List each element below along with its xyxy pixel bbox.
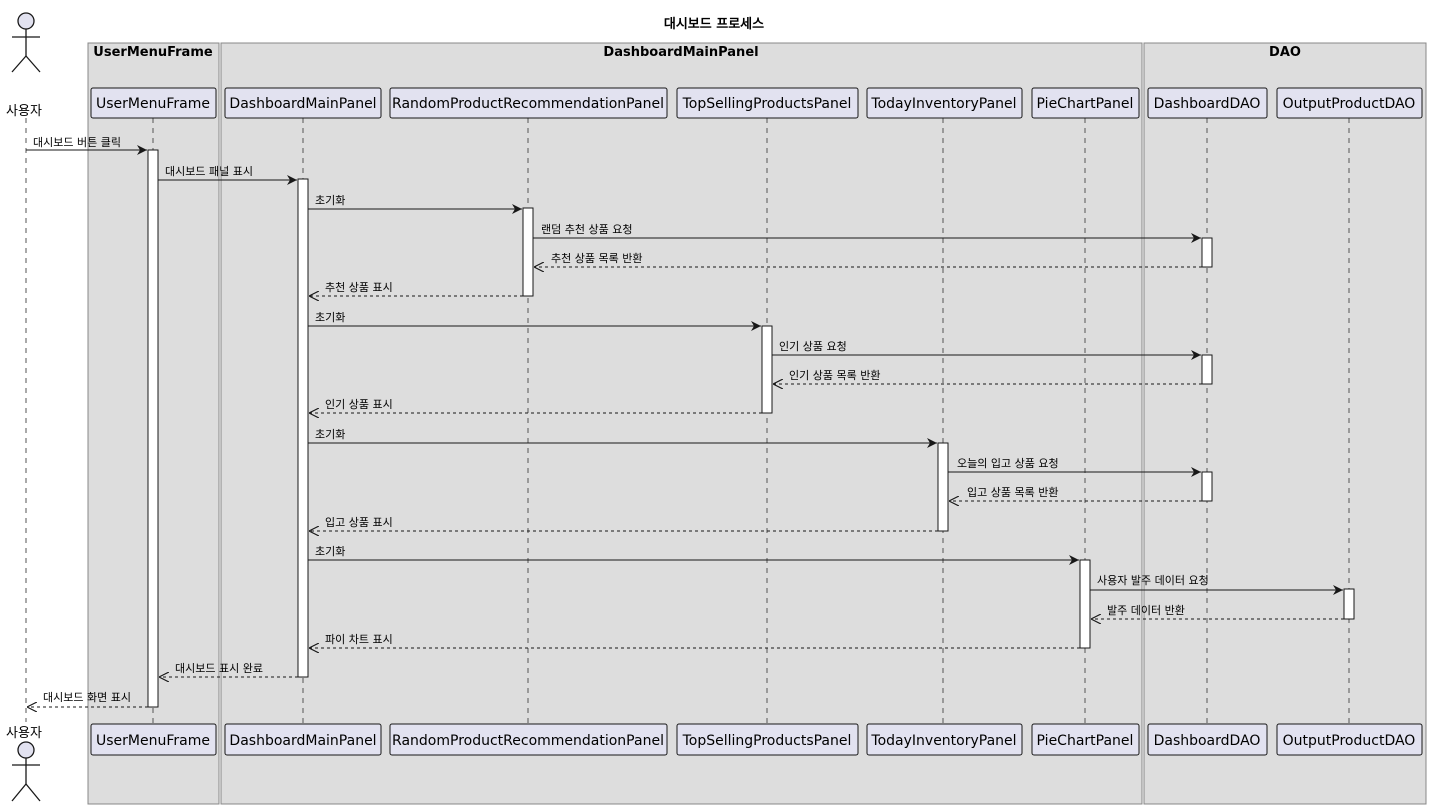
message-label: 초기화 (315, 194, 345, 207)
message-label: 인기 상품 목록 반환 (789, 369, 880, 382)
participant-random-product-panel: RandomProductRecommendationPanel (389, 723, 668, 756)
participant-dashboard-dao: DashboardDAO (1147, 723, 1268, 756)
participant-label: TodayInventoryPanel (870, 733, 1016, 749)
activation-dashboard-dao-1 (1201, 237, 1213, 268)
activation-random-product-panel (522, 207, 534, 297)
participant-label: TopSellingProductsPanel (682, 96, 852, 112)
activation-dashboard-dao-3 (1201, 471, 1213, 502)
participant-label: DashboardMainPanel (229, 733, 376, 749)
participant-label: RandomProductRecommendationPanel (392, 733, 664, 749)
message-label: 랜덤 추천 상품 요청 (541, 222, 632, 236)
message-label: 대시보드 패널 표시 (165, 165, 253, 178)
actor-user-bottom: 사용자 (6, 726, 42, 802)
actor-icon (11, 741, 41, 802)
actor-label: 사용자 (6, 726, 42, 741)
activation-output-product-dao (1343, 588, 1355, 620)
participant-output-product-dao: OutputProductDAO (1276, 87, 1423, 119)
message-label: 파이 차트 표시 (325, 633, 393, 646)
message-label: 대시보드 화면 표시 (43, 691, 131, 704)
participant-random-product-panel: RandomProductRecommendationPanel (389, 87, 668, 119)
message-label: 초기화 (315, 545, 345, 558)
participant-label: OutputProductDAO (1283, 733, 1416, 749)
participants-bottom: UserMenuFrame DashboardMainPanel RandomP… (90, 723, 1423, 756)
message-label: 초기화 (315, 311, 345, 324)
messages: 대시보드 버튼 클릭 대시보드 패널 표시 초기화 랜덤 추천 상품 요청 추천… (26, 136, 1344, 707)
participant-dashboard-main-panel: DashboardMainPanel (224, 87, 382, 119)
participant-label: PieChartPanel (1037, 96, 1134, 112)
participant-user-menu-frame: UserMenuFrame (90, 87, 217, 119)
participant-label: TopSellingProductsPanel (682, 733, 852, 749)
activation-dashboard-main-panel (297, 178, 309, 678)
actor-user-top: 사용자 (6, 12, 42, 119)
box-dashboard-main-title: DashboardMainPanel (603, 45, 758, 60)
participant-dashboard-main-panel: DashboardMainPanel (224, 723, 382, 756)
participant-top-selling-panel: TopSellingProductsPanel (676, 723, 859, 756)
message-label: 추천 상품 표시 (325, 280, 393, 294)
activation-top-selling-panel (761, 325, 773, 414)
box-dao-title: DAO (1269, 45, 1301, 60)
participant-pie-chart-panel: PieChartPanel (1031, 723, 1140, 756)
actor-icon (11, 12, 41, 73)
activation-pie-chart-panel (1079, 559, 1091, 649)
participant-top-selling-panel: TopSellingProductsPanel (676, 87, 859, 119)
box-user-menu-title: UserMenuFrame (93, 45, 213, 60)
message-label: 입고 상품 목록 반환 (967, 486, 1058, 499)
box-dao: DAO (1143, 42, 1427, 805)
message-label: 인기 상품 요청 (779, 340, 847, 353)
message-label: 인기 상품 표시 (325, 398, 393, 411)
activation-user-menu-frame (147, 149, 159, 708)
message-label: 추천 상품 목록 반환 (551, 251, 642, 265)
participant-user-menu-frame: UserMenuFrame (90, 723, 217, 756)
actor-label: 사용자 (6, 104, 42, 119)
participant-label: OutputProductDAO (1283, 96, 1416, 112)
message-label: 대시보드 버튼 클릭 (33, 136, 121, 149)
message-label: 사용자 발주 데이터 요청 (1097, 574, 1209, 587)
activations (147, 149, 1355, 708)
diagram-title: 대시보드 프로세스 (664, 17, 764, 32)
participant-label: DashboardDAO (1154, 733, 1261, 749)
participant-output-product-dao: OutputProductDAO (1276, 723, 1423, 756)
participant-label: DashboardMainPanel (229, 96, 376, 112)
participant-today-inventory-panel: TodayInventoryPanel (866, 87, 1023, 119)
participant-label: UserMenuFrame (96, 96, 210, 112)
message-label: 대시보드 표시 완료 (175, 662, 263, 675)
message-label: 초기화 (315, 428, 345, 441)
box-dashboard-main: DashboardMainPanel (220, 42, 1143, 805)
activation-dashboard-dao-2 (1201, 354, 1213, 385)
message-label: 입고 상품 표시 (325, 516, 393, 529)
participant-label: UserMenuFrame (96, 733, 210, 749)
message-label: 오늘의 입고 상품 요청 (957, 457, 1059, 470)
participant-pie-chart-panel: PieChartPanel (1031, 87, 1140, 119)
participants-top: UserMenuFrame DashboardMainPanel RandomP… (90, 87, 1423, 119)
participant-label: RandomProductRecommendationPanel (392, 96, 664, 112)
participant-label: TodayInventoryPanel (870, 96, 1016, 112)
participant-label: DashboardDAO (1154, 96, 1261, 112)
message-label: 발주 데이터 반환 (1107, 604, 1185, 617)
participant-today-inventory-panel: TodayInventoryPanel (866, 723, 1023, 756)
participant-dashboard-dao: DashboardDAO (1147, 87, 1268, 119)
participant-label: PieChartPanel (1037, 733, 1134, 749)
activation-today-inventory-panel (937, 442, 949, 532)
